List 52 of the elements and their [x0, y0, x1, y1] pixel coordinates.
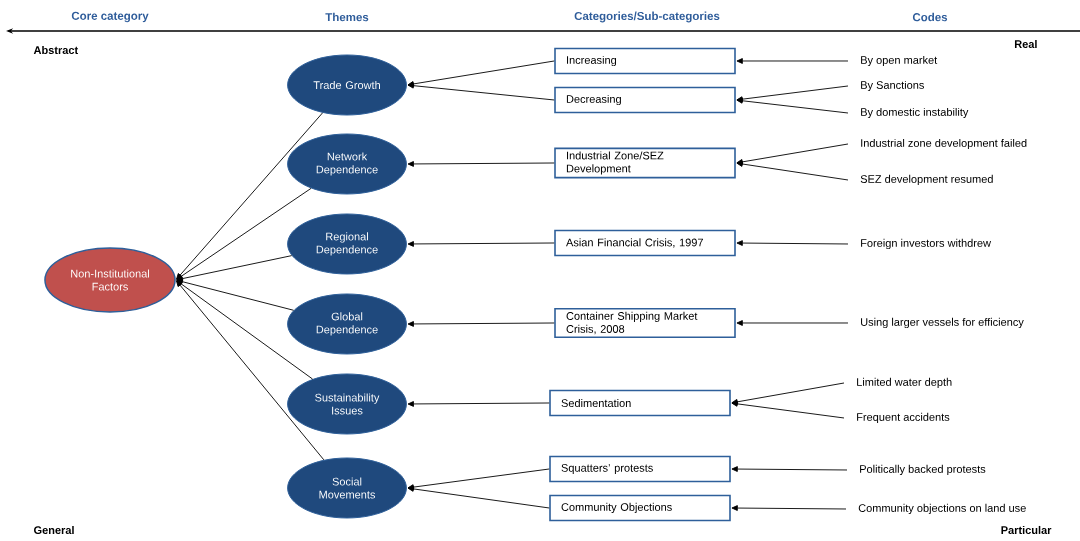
arrow: [407, 468, 550, 490]
arrow: [736, 97, 849, 114]
arrow: [736, 143, 849, 165]
arrow: [176, 112, 323, 280]
arrow: [736, 85, 849, 103]
arrow: [736, 240, 849, 246]
arrow: [736, 320, 849, 326]
category-box: Community Objections: [549, 494, 731, 522]
arrow: [176, 187, 312, 280]
code-text: Using larger vessels for efficiency: [861, 317, 1024, 329]
code-text: Politically backed protests: [860, 464, 986, 476]
arrow: [731, 505, 847, 511]
code-text: By domestic instability: [861, 107, 969, 119]
category-box: Sedimentation: [549, 389, 731, 417]
code-text: By open market: [861, 55, 938, 67]
code-text: Community objections on land use: [858, 503, 1026, 515]
arrow: [736, 161, 849, 181]
category-box: Increasing: [554, 47, 736, 75]
category-box: Industrial Zone/SEZ Development: [554, 147, 736, 179]
code-text: SEZ development resumed: [860, 174, 993, 186]
column-heading: Codes: [912, 12, 948, 22]
category-box: Squatters’ protests: [549, 455, 731, 483]
column-heading: Themes: [325, 12, 369, 22]
code-text: By Sanctions: [861, 80, 924, 92]
arrow: [407, 321, 555, 327]
arrow: [407, 241, 555, 247]
column-heading: Categories/Sub-categories: [574, 11, 720, 23]
arrow: [407, 486, 550, 509]
category-box: Asian Financial Crisis, 1997: [554, 229, 736, 257]
arrow: [407, 60, 555, 87]
code-text: Foreign investors withdrew: [861, 238, 991, 250]
code-text: Limited water depth: [857, 377, 952, 389]
arrow: [407, 82, 555, 101]
arrow: [736, 58, 849, 64]
scale-label: General: [34, 525, 74, 535]
arrow: [176, 278, 294, 311]
scale-label: Particular: [1001, 525, 1052, 535]
arrow: [731, 382, 845, 405]
category-box: Decreasing: [554, 86, 736, 114]
arrow: [176, 280, 313, 380]
arrow: [176, 280, 325, 461]
code-text: Industrial zone development failed: [861, 138, 1027, 150]
code-text: Frequent accidents: [857, 412, 950, 424]
column-heading: Core category: [71, 11, 149, 23]
arrow: [176, 255, 293, 282]
scale-label: Real: [1014, 39, 1037, 49]
category-box: Container Shipping Market Crisis, 2008: [554, 308, 736, 338]
arrow: [407, 161, 555, 167]
arrow: [731, 466, 848, 472]
arrow: [731, 401, 845, 419]
scale-label: Abstract: [33, 45, 79, 55]
arrow: [407, 401, 550, 407]
